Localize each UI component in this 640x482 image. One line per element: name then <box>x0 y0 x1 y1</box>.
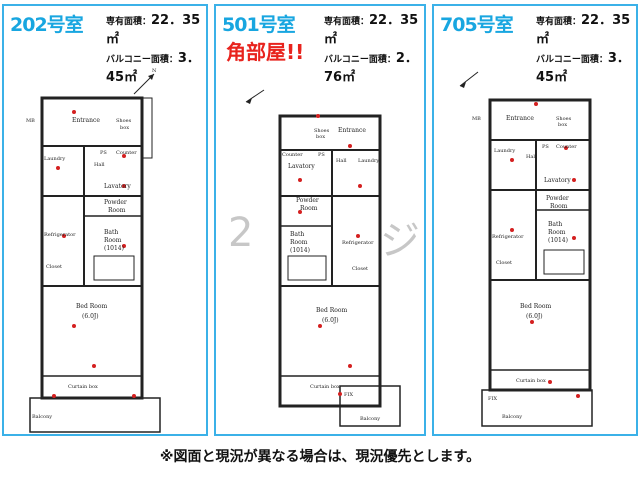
balcony-value: 3．45㎡ <box>106 51 200 85</box>
label-counter: Counter <box>282 152 303 158</box>
label-box: box <box>558 122 567 128</box>
balcony-value: 3．45㎡ <box>536 51 630 85</box>
label-counter: Counter <box>556 144 577 150</box>
label-hall: Hall <box>526 154 537 160</box>
label-ps: PS <box>100 150 107 156</box>
label-balcony: Balcony <box>502 414 522 420</box>
watermark-left: 2 <box>228 210 254 256</box>
balcony-label: バルコニー面積： <box>536 55 608 65</box>
room-number: 501号室 <box>222 14 296 36</box>
label-box: box <box>316 134 325 140</box>
label-bath: Bath <box>290 231 304 238</box>
room-number: 202号室 <box>10 14 84 36</box>
label-lavatory: Lavatory <box>104 183 131 190</box>
label-mb: MB <box>26 118 35 124</box>
label-entrance: Entrance <box>338 127 366 134</box>
room-number: 705号室 <box>440 14 514 36</box>
label-powder-room: Room <box>300 205 318 212</box>
floorplan-drawing: Shoes box Entrance Counter PS Hall Laund… <box>240 76 410 436</box>
label-refrigerator: Refrigerator <box>44 232 76 238</box>
label-entrance: Entrance <box>72 117 100 124</box>
label-hall: Hall <box>94 162 105 168</box>
label-balcony: Balcony <box>360 416 380 422</box>
label-bed-room: Bed Room <box>316 307 347 314</box>
area-value: 22．35㎡ <box>324 13 419 47</box>
label-ps: PS <box>542 144 549 150</box>
label-powder-room: Room <box>108 207 126 214</box>
label-bath: Bath <box>104 229 118 236</box>
floorplan-svg: MB Entrance Shoes box PS Counter Laundry… <box>459 71 593 427</box>
label-bath-room: Room <box>548 229 566 236</box>
label-powder: Powder <box>296 197 319 204</box>
label-shoes: Shoes <box>314 128 330 134</box>
label-laundry: Laundry <box>44 156 65 162</box>
floorplan-svg: Shoes box Entrance Counter PS Hall Laund… <box>245 89 401 427</box>
label-balcony: Balcony <box>32 414 52 420</box>
balcony-label: バルコニー面積： <box>324 55 396 65</box>
area-label: 専有面積： <box>106 17 152 27</box>
label-powder: Powder <box>104 199 127 206</box>
label-bed-room: Bed Room <box>520 303 551 310</box>
label-bath-size: (1014) <box>104 245 124 252</box>
north-arrow-icon: N <box>133 68 157 95</box>
label-bed-size: (6.0J) <box>526 313 543 320</box>
balcony-value: 2．76㎡ <box>324 51 418 85</box>
label-bed-size: (6.0J) <box>322 317 339 324</box>
balcony-label: バルコニー面積： <box>106 55 178 65</box>
north-arrow-icon <box>245 89 265 104</box>
label-bath: Bath <box>548 221 562 228</box>
area-value: 22．35㎡ <box>536 13 631 47</box>
label-counter: Counter <box>116 150 137 156</box>
label-box: box <box>120 125 129 131</box>
label-bed-size: (6.0J) <box>82 313 99 320</box>
watermark-right: ジ <box>380 218 420 264</box>
label-powder-room: Room <box>550 203 568 210</box>
label-closet: Closet <box>352 266 368 272</box>
area-info: 専有面積：22．35㎡ バルコニー面積：3．45㎡ <box>106 12 202 88</box>
unit-panel-501: 501号室 角部屋!! 専有面積：22．35㎡ バルコニー面積：2．76㎡ <box>214 4 426 436</box>
label-curtain-box: Curtain box <box>310 384 340 390</box>
label-closet: Closet <box>46 264 62 270</box>
label-bath-room: Room <box>104 237 122 244</box>
label-lavatory: Lavatory <box>288 163 315 170</box>
floorplan-drawing: MB Entrance Shoes box PS Counter Laundry… <box>452 60 622 430</box>
floorplan-drawing: N <box>24 56 194 436</box>
label-bath-room: Room <box>290 239 308 246</box>
label-ps: PS <box>318 152 325 158</box>
label-curtain-box: Curtain box <box>68 384 98 390</box>
label-fix: FIX <box>344 392 353 398</box>
disclaimer-note: ※図面と現況が異なる場合は、現況優先とします。 <box>159 449 481 465</box>
corner-room-badge: 角部屋!! <box>226 40 305 64</box>
label-bed-room: Bed Room <box>76 303 107 310</box>
label-powder: Powder <box>546 195 569 202</box>
label-closet: Closet <box>496 260 512 266</box>
area-value: 22．35㎡ <box>106 13 201 47</box>
label-bath-size: (1014) <box>290 247 310 254</box>
svg-text:N: N <box>152 68 157 74</box>
label-hall: Hall <box>336 158 347 164</box>
label-lavatory: Lavatory <box>544 177 571 184</box>
unit-panel-705: 705号室 専有面積：22．35㎡ バルコニー面積：3．45㎡ <box>432 4 638 436</box>
label-bath-size: (1014) <box>548 237 568 244</box>
area-info: 専有面積：22．35㎡ バルコニー面積：2．76㎡ <box>324 12 420 88</box>
unit-panel-202: 202号室 専有面積：22．35㎡ バルコニー面積：3．45㎡ N <box>2 4 208 436</box>
label-laundry: Laundry <box>494 148 515 154</box>
area-info: 専有面積：22．35㎡ バルコニー面積：3．45㎡ <box>536 12 632 88</box>
label-fix: FIX <box>488 396 497 402</box>
label-curtain-box: Curtain box <box>516 378 546 384</box>
label-entrance: Entrance <box>506 115 534 122</box>
label-shoes: Shoes <box>116 118 132 124</box>
label-mb: MB <box>472 116 481 122</box>
label-shoes: Shoes <box>556 116 572 122</box>
label-laundry: Laundry <box>358 158 379 164</box>
north-arrow-icon <box>459 71 479 88</box>
floorplan-svg: N <box>26 68 161 433</box>
area-label: 専有面積： <box>324 17 370 27</box>
area-label: 専有面積： <box>536 17 582 27</box>
label-refrigerator: Refrigerator <box>492 234 524 240</box>
label-refrigerator: Refrigerator <box>342 240 374 246</box>
